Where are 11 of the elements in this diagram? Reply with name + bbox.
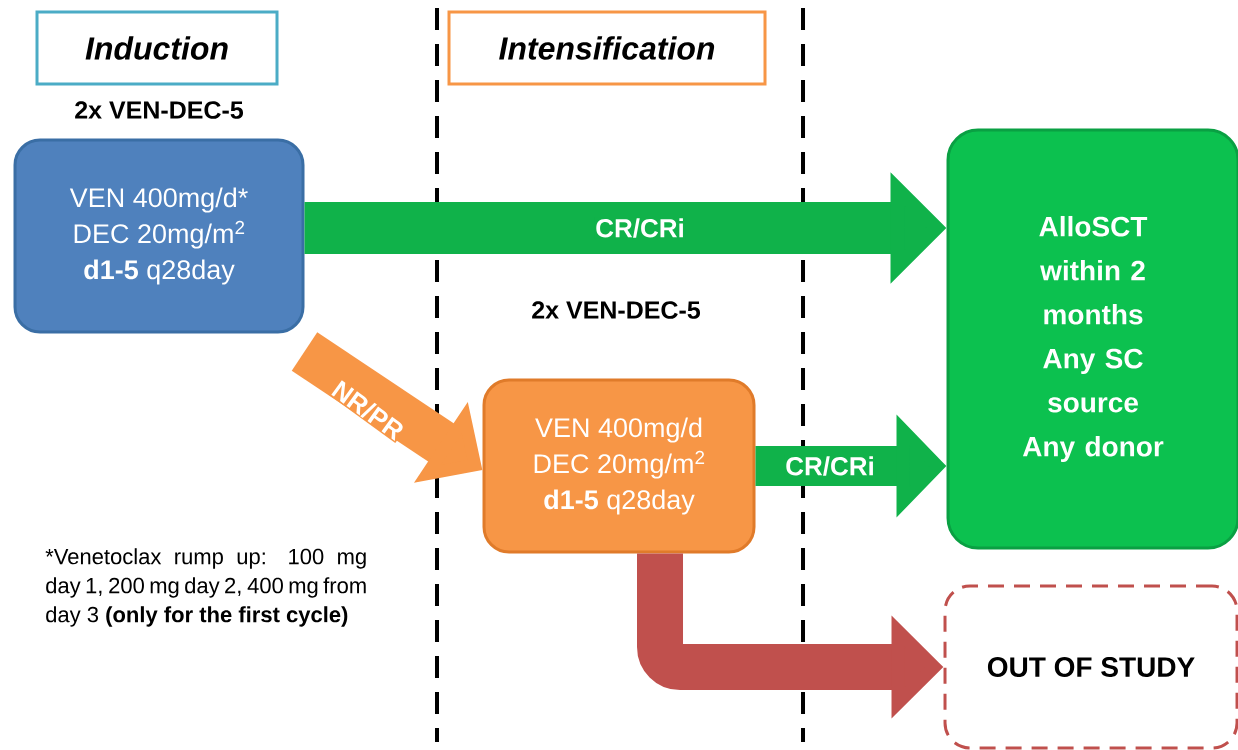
edge-label: CR/CRi bbox=[784, 455, 876, 477]
stage-heading: 2x VEN-DEC-5 bbox=[75, 101, 243, 119]
outcome-box: OUT OF STUDY bbox=[943, 584, 1238, 750]
outcome-box: AlloSCT within 2 months Any SC source Any donor bbox=[946, 128, 1238, 550]
stage-heading: 2x VEN-DEC-5 bbox=[532, 301, 700, 319]
footnote-text: *Venetoclax rump up: 100 mg day 1, 200 mg day 2, 400 mg from day 3 (only for the first cycle) bbox=[45, 548, 366, 627]
phase-title-box: Induction bbox=[35, 10, 279, 86]
edge-label: CR/CRi bbox=[594, 217, 686, 239]
regimen-box: VEN 400mg/d DEC 20mg/m$^{2}$ d1-5 q28day bbox=[482, 378, 756, 554]
regimen-box: VEN 400mg/d* DEC 20mg/m$^{2}$ d1-5 q28day bbox=[13, 138, 305, 334]
phase-title-box: Intensification bbox=[447, 10, 767, 86]
